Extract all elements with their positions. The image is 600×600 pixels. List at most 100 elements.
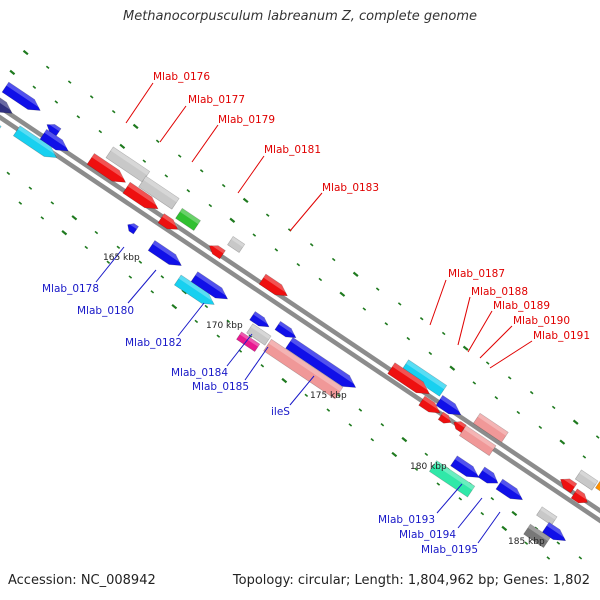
- gene-arrow-body: [495, 478, 524, 501]
- label-leader-line: [479, 325, 513, 359]
- gene-label-mlab-0177[interactable]: Mlab_0177: [188, 94, 245, 106]
- label-leader-line: [177, 302, 205, 337]
- gene-arrow-red[interactable]: [207, 242, 226, 260]
- gene-arrow-blue[interactable]: [125, 221, 139, 235]
- tick-label-165: 165 kbp: [103, 253, 140, 263]
- gene-arrow-red[interactable]: [157, 213, 181, 234]
- gene-arrow-blue[interactable]: [477, 466, 501, 488]
- gene-arrow-blue[interactable]: [249, 311, 272, 331]
- gene-label-mlab-0188[interactable]: Mlab_0188: [471, 286, 528, 298]
- gene-arrow-body: [258, 273, 288, 297]
- tick-mark: [318, 277, 323, 282]
- gene-arrow-grey[interactable]: [574, 469, 599, 491]
- gene-label-mlab-0191[interactable]: Mlab_0191: [533, 330, 590, 342]
- gene-arrow-highlight: [561, 478, 577, 487]
- gene-arrow-red[interactable]: [451, 418, 467, 434]
- gene-label-mlab-0183[interactable]: Mlab_0183: [322, 182, 379, 194]
- gene-label-mlab-0189[interactable]: Mlab_0189: [493, 300, 550, 312]
- gene-arrow-red[interactable]: [387, 362, 433, 399]
- tick-mark: [462, 345, 469, 351]
- gene-label-mlab-0180[interactable]: Mlab_0180: [77, 305, 134, 317]
- gene-arrow-red[interactable]: [418, 395, 443, 417]
- accession-text: Accession: NC_008942: [8, 573, 156, 588]
- gene-arrow-highlight: [268, 339, 343, 392]
- gene-arrow-teal[interactable]: [428, 460, 476, 498]
- gene-arrow-highlight: [179, 208, 201, 225]
- gene-arrow-cyan[interactable]: [400, 359, 448, 397]
- gene-arrow-body: [595, 478, 600, 493]
- gene-arrow-body: [157, 213, 179, 230]
- gene-label-mlab-0195[interactable]: Mlab_0195: [421, 544, 478, 556]
- tick-mark: [204, 304, 209, 309]
- tick-mark: [138, 260, 143, 264]
- tick-mark: [32, 85, 37, 89]
- tick-mark: [375, 287, 380, 291]
- gene-arrow-blue[interactable]: [274, 320, 299, 342]
- tick-mark: [171, 303, 178, 310]
- gene-label-mlab-0178[interactable]: Mlab_0178: [42, 283, 99, 295]
- tick-mark: [216, 334, 221, 338]
- gene-arrow-blue[interactable]: [39, 128, 72, 156]
- tick-mark: [494, 396, 499, 400]
- gene-arrow-blue[interactable]: [541, 521, 569, 545]
- gene-arrow-body: [541, 521, 567, 542]
- gene-arrow-grey[interactable]: [227, 236, 246, 253]
- gene-arrow-body: [249, 311, 270, 328]
- gene-arrow-blue[interactable]: [147, 240, 185, 271]
- gene-arrow-highlight: [392, 362, 431, 393]
- gene-arrow-red[interactable]: [437, 411, 453, 426]
- gene-arrow-blue[interactable]: [1, 81, 44, 115]
- gene-label-mlab-0190[interactable]: Mlab_0190: [513, 315, 570, 327]
- gene-arrow-highlight: [210, 244, 226, 254]
- gene-label-mlab-0185[interactable]: Mlab_0185: [192, 381, 249, 393]
- label-leader-line: [237, 155, 265, 194]
- gene-label-mlab-0194[interactable]: Mlab_0194: [399, 529, 456, 541]
- gene-arrow-blue[interactable]: [450, 455, 483, 483]
- gene-arrow-highlight: [434, 460, 475, 491]
- gene-arrow-orange[interactable]: [595, 478, 600, 496]
- gene-label-mlab-0182[interactable]: Mlab_0182: [125, 337, 182, 349]
- gene-arrow-pink[interactable]: [472, 412, 509, 443]
- gene-arrow-green[interactable]: [175, 207, 201, 231]
- gene-arrow-pink[interactable]: [458, 425, 497, 457]
- gene-label-iles[interactable]: ileS: [271, 406, 290, 418]
- gene-arrow-cyan[interactable]: [173, 274, 217, 310]
- gene-arrow-cyan[interactable]: [12, 125, 60, 163]
- tick-mark: [348, 423, 353, 427]
- map-title: Methanocorpusculum labreanum Z, complete…: [123, 9, 477, 24]
- tick-mark: [128, 275, 133, 279]
- gene-arrow-highlight: [195, 271, 229, 298]
- gene-arrow-highlight: [579, 469, 598, 485]
- gene-arrow-blue[interactable]: [285, 337, 360, 393]
- gene-arrow-grey[interactable]: [246, 323, 272, 346]
- gene-arrow-pink[interactable]: [263, 338, 344, 400]
- gene-arrow-grey[interactable]: [536, 506, 558, 526]
- gene-arrow-highlight: [17, 125, 58, 157]
- gene-label-mlab-0179[interactable]: Mlab_0179: [218, 114, 275, 126]
- gene-arrow-grey[interactable]: [138, 175, 180, 210]
- gene-arrow-red[interactable]: [122, 181, 162, 214]
- gene-label-mlab-0184[interactable]: Mlab_0184: [171, 367, 228, 379]
- gene-arrow-red[interactable]: [570, 488, 590, 507]
- gene-label-mlab-0187[interactable]: Mlab_0187: [448, 268, 505, 280]
- gene-arrow-blue[interactable]: [495, 478, 526, 505]
- tick-mark: [458, 497, 463, 501]
- gene-arrow-red[interactable]: [258, 273, 291, 301]
- gene-arrow-blue[interactable]: [190, 271, 231, 304]
- gene-label-mlab-0176[interactable]: Mlab_0176: [153, 71, 210, 83]
- gene-arrow-highlight: [91, 153, 127, 181]
- gene-arrow-magenta[interactable]: [236, 331, 261, 353]
- tick-mark: [106, 260, 111, 264]
- gene-arrow-navy[interactable]: [0, 91, 16, 119]
- tick-mark: [331, 257, 336, 262]
- gene-label-mlab-0193[interactable]: Mlab_0193: [378, 514, 435, 526]
- gene-arrow-body: [236, 331, 261, 353]
- gene-arrow-highlight: [422, 396, 441, 412]
- gene-label-mlab-0181[interactable]: Mlab_0181: [264, 144, 321, 156]
- gene-arrow-red[interactable]: [86, 153, 129, 188]
- gene-arrow-red[interactable]: [557, 475, 578, 494]
- gene-arrow-body: [285, 337, 357, 388]
- gene-arrow-blue[interactable]: [435, 395, 464, 419]
- tick-mark: [582, 455, 587, 459]
- gene-arrow-darkgrey[interactable]: [523, 523, 551, 548]
